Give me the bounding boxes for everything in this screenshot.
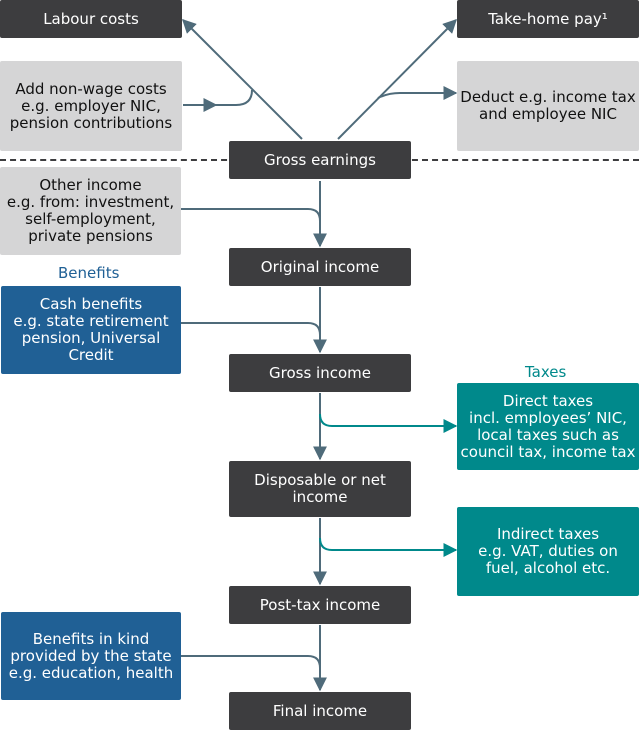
arrow-to-direct-taxes — [319, 413, 458, 433]
labour-costs-box: Labour costs — [0, 0, 182, 38]
arrow-non-wage-costs — [183, 89, 253, 106]
arrow-to-deduct — [377, 86, 458, 100]
arrow-other-income — [181, 208, 321, 222]
gross-earnings-box: Gross earnings — [229, 141, 411, 179]
arrow-to-labour-costs — [182, 19, 303, 140]
deduct-income-tax-box: Deduct e.g. income tax and employee NIC — [457, 61, 639, 151]
benefits-in-kind-box: Benefits in kind provided by the state e… — [1, 612, 181, 700]
take-home-pay-box: Take-home pay¹ — [457, 0, 639, 38]
arrow-to-take-home-pay — [337, 19, 457, 140]
arrow-benefits-in-kind — [181, 655, 321, 669]
original-income-box: Original income — [229, 248, 411, 286]
other-income-box: Other income e.g. from: investment, self… — [0, 167, 181, 255]
taxes-label: Taxes — [525, 363, 567, 381]
arrow-to-indirect-taxes — [319, 537, 458, 557]
benefits-label: Benefits — [58, 264, 120, 282]
gross-income-box: Gross income — [229, 354, 411, 392]
cash-benefits-box: Cash benefits e.g. state retirement pens… — [1, 286, 181, 374]
final-income-box: Final income — [229, 692, 411, 730]
direct-taxes-box: Direct taxes incl. employees’ NIC, local… — [457, 383, 639, 470]
non-wage-costs-box: Add non-wage costs e.g. employer NIC, pe… — [0, 61, 182, 151]
indirect-taxes-box: Indirect taxes e.g. VAT, duties on fuel,… — [457, 507, 639, 596]
post-tax-income-box: Post-tax income — [229, 586, 411, 624]
arrow-cash-benefits — [181, 322, 321, 336]
disposable-income-box: Disposable or net income — [229, 461, 411, 517]
